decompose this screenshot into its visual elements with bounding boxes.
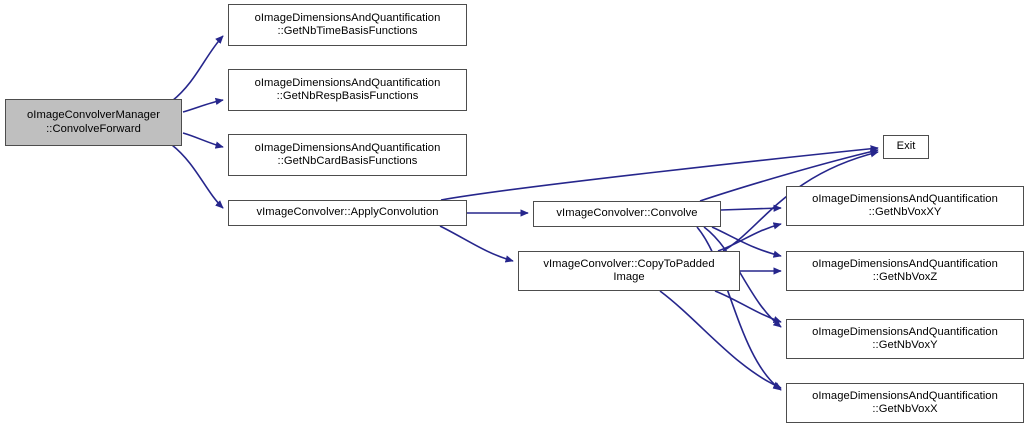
node-getNbTimeBasisFunctions[interactable]: oImageDimensionsAndQuantification ::GetN… — [228, 4, 467, 46]
node-root-oImageConvolverManager-ConvolveForward[interactable]: oImageConvolverManager ::ConvolveForward — [5, 99, 182, 146]
node-getNbVoxXY[interactable]: oImageDimensionsAndQuantification ::GetN… — [786, 186, 1024, 226]
edge-convolve-to-getNbVoxZ — [711, 226, 782, 258]
node-getNbVoxZ[interactable]: oImageDimensionsAndQuantification ::GetN… — [786, 251, 1024, 291]
node-copyToPaddedImage[interactable]: vImageConvolver::CopyToPadded Image — [518, 251, 740, 291]
edge-convolve-to-getNbVoxX — [696, 226, 782, 391]
edge-root-to-getNbCardBasisFunctions — [182, 132, 224, 149]
node-applyConvolution[interactable]: vImageConvolver::ApplyConvolution — [228, 200, 467, 226]
node-label: vImageConvolver::ApplyConvolution — [256, 206, 439, 219]
edge-applyConvolution-to-copyToPaddedImage — [439, 225, 514, 263]
node-getNbCardBasisFunctions[interactable]: oImageDimensionsAndQuantification ::GetN… — [228, 134, 467, 176]
edge-copyToPaddedImage-to-getNbVoxX — [659, 290, 782, 389]
edge-copyToPaddedImage-to-exit — [722, 150, 879, 252]
node-label: oImageDimensionsAndQuantification ::GetN… — [812, 257, 998, 283]
edge-copyToPaddedImage-to-getNbVoxY — [714, 290, 782, 324]
node-label: oImageDimensionsAndQuantification ::GetN… — [812, 325, 998, 351]
node-getNbRespBasisFunctions[interactable]: oImageDimensionsAndQuantification ::GetN… — [228, 69, 467, 111]
node-getNbVoxY[interactable]: oImageDimensionsAndQuantification ::GetN… — [786, 319, 1024, 359]
edge-convolve-to-exit — [699, 148, 879, 202]
node-label: oImageConvolverManager ::ConvolveForward — [27, 109, 160, 135]
node-label: vImageConvolver::CopyToPadded Image — [543, 257, 715, 283]
node-label: vImageConvolver::Convolve — [556, 207, 698, 220]
node-exit[interactable]: Exit — [883, 135, 929, 159]
node-getNbVoxX[interactable]: oImageDimensionsAndQuantification ::GetN… — [786, 383, 1024, 423]
edge-convolve-to-getNbVoxXY — [720, 204, 782, 212]
node-label: Exit — [896, 140, 916, 153]
node-label: oImageDimensionsAndQuantification ::GetN… — [812, 389, 998, 415]
edge-copyToPaddedImage-to-getNbVoxXY — [717, 222, 782, 252]
node-label: oImageDimensionsAndQuantification ::GetN… — [254, 11, 441, 37]
edge-root-to-getNbRespBasisFunctions — [182, 97, 224, 113]
edge-applyConvolution-to-exit — [440, 145, 879, 201]
node-label: oImageDimensionsAndQuantification ::GetN… — [254, 76, 441, 102]
node-label: oImageDimensionsAndQuantification ::GetN… — [812, 192, 998, 218]
edge-root-to-applyConvolution — [171, 144, 224, 209]
node-label: oImageDimensionsAndQuantification ::GetN… — [254, 141, 441, 167]
node-convolve[interactable]: vImageConvolver::Convolve — [533, 201, 721, 227]
edge-root-to-getNbTimeBasisFunctions — [171, 35, 224, 102]
